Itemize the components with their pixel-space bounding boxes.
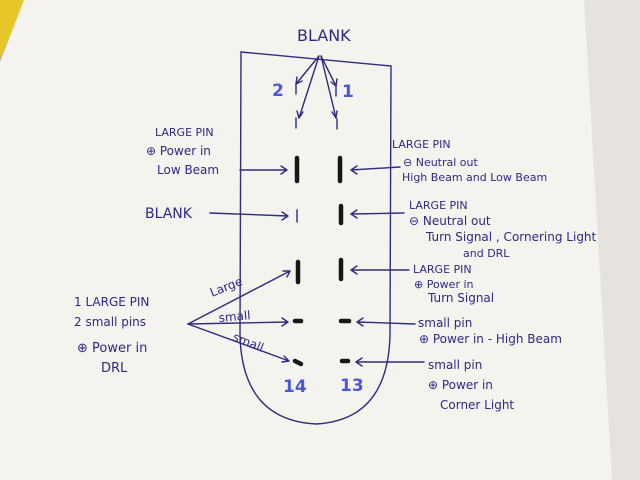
- pin-drl-small-2: [292, 358, 304, 367]
- label-neutral-high-low-beam: LARGE PIN ⊖ Neutral out High Beam and Lo…: [392, 138, 547, 184]
- arrow-drl-small-1: [187, 317, 289, 327]
- label-turn-signal: LARGE PIN ⊕ Power in Turn Signal: [413, 263, 494, 305]
- label-corner-light: small pin ⊕ Power in Corner Light: [428, 358, 514, 412]
- svg-text:Corner Light: Corner Light: [440, 398, 514, 412]
- svg-text:⊖ Neutral out: ⊖ Neutral out: [403, 156, 479, 169]
- arrow-high-beam: [356, 317, 416, 327]
- arrow-drl-small-2: [187, 323, 290, 363]
- svg-text:⊕ Power in: ⊕ Power in: [428, 378, 493, 392]
- svg-text:DRL: DRL: [101, 361, 128, 376]
- pin-number-13: 13: [340, 376, 364, 396]
- arrowheads-top: [295, 76, 338, 119]
- pin-number-1: 1: [342, 82, 354, 102]
- svg-text:⊕ Power in: ⊕ Power in: [146, 144, 211, 158]
- svg-text:LARGE PIN: LARGE PIN: [155, 126, 214, 139]
- arrow-neutral-ts: [350, 209, 405, 219]
- arrow-blank-to-2: [295, 55, 320, 85]
- svg-text:Turn Signal: Turn Signal: [427, 291, 494, 305]
- svg-text:small pin: small pin: [428, 358, 482, 372]
- label-neutral-turn-signal: LARGE PIN ⊖ Neutral out Turn Signal , Co…: [409, 199, 597, 260]
- arrow-low-beam: [239, 165, 288, 175]
- arrow-corner-light: [355, 357, 425, 367]
- arrow-neutral-hb: [350, 165, 401, 175]
- countertop: [580, 0, 640, 480]
- label-slant-small-1: small: [218, 308, 251, 325]
- arrow-blank-to-right: [320, 55, 337, 119]
- label-low-beam: LARGE PIN ⊕ Power in Low Beam: [146, 126, 219, 177]
- paper-sheet: [0, 0, 612, 480]
- arrow-blank-to-1: [320, 55, 337, 87]
- svg-text:LARGE PIN: LARGE PIN: [392, 138, 451, 151]
- connector-outline: [239, 51, 392, 425]
- svg-text:2 small pins: 2 small pins: [74, 315, 146, 329]
- svg-text:LARGE PIN: LARGE PIN: [413, 263, 472, 276]
- label-drl: 1 LARGE PIN 2 small pins ⊕ Power in DRL: [74, 295, 149, 376]
- label-top-blank: BLANK: [297, 26, 351, 45]
- svg-text:High Beam and Low Beam: High Beam and Low Beam: [402, 171, 547, 184]
- svg-text:Low Beam: Low Beam: [157, 163, 219, 177]
- pin-number-14: 14: [283, 377, 307, 397]
- svg-text:1 LARGE PIN: 1 LARGE PIN: [74, 295, 149, 309]
- svg-text:Turn Signal , Cornering Light: Turn Signal , Cornering Light: [425, 230, 597, 244]
- arrow-blank-left: [209, 211, 289, 221]
- arrow-turn-signal: [350, 265, 410, 275]
- svg-text:small pin: small pin: [418, 316, 472, 330]
- pin-number-2: 2: [272, 81, 284, 101]
- arrow-drl-large: [187, 270, 291, 325]
- svg-text:and DRL: and DRL: [463, 247, 510, 260]
- arrow-blank-to-left: [298, 55, 320, 119]
- svg-text:⊕ Power in: ⊕ Power in: [414, 278, 474, 291]
- label-left-blank: BLANK: [145, 206, 193, 222]
- svg-text:LARGE PIN: LARGE PIN: [409, 199, 468, 212]
- label-high-beam: small pin ⊕ Power in - High Beam: [418, 316, 562, 346]
- svg-text:⊕ Power in: ⊕ Power in: [77, 341, 147, 356]
- svg-text:⊖ Neutral out: ⊖ Neutral out: [409, 214, 491, 228]
- svg-text:⊕ Power in - High Beam: ⊕ Power in - High Beam: [419, 332, 562, 346]
